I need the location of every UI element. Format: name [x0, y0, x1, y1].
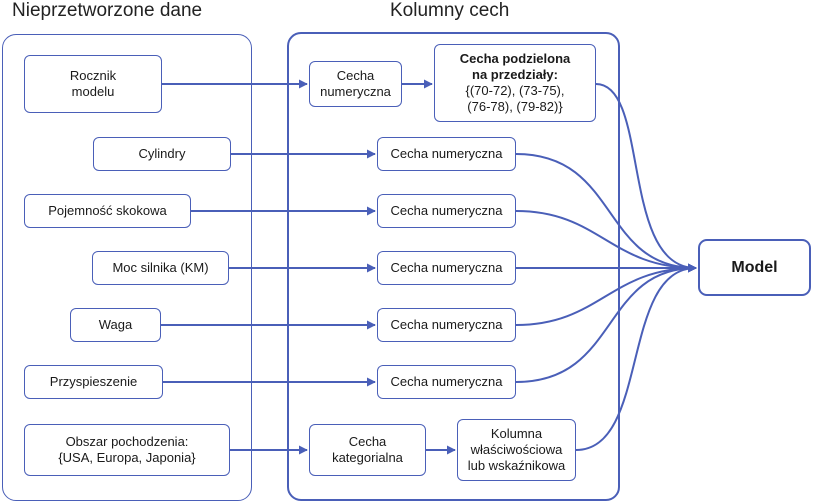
raw-input-weight: Waga	[70, 308, 161, 342]
feature-numeric-displacement: Cecha numeryczna	[377, 194, 516, 228]
bucketized-feature: Cecha podzielona na przedziały: {(70-72)…	[434, 44, 596, 122]
feature-numeric-horsepower: Cecha numeryczna	[377, 251, 516, 285]
model-box: Model	[698, 239, 811, 296]
indicator-column: Kolumna właściwościowa lub wskaźnikowa	[457, 419, 576, 481]
raw-input-acceleration: Przyspieszenie	[24, 365, 163, 399]
raw-input-cylinders: Cylindry	[93, 137, 231, 171]
arrow-numeric2-to-model	[515, 153, 697, 273]
arrow-numeric5-to-model	[515, 263, 697, 326]
arrow-numeric3-to-model	[515, 210, 697, 273]
raw-data-header: Nieprzetworzone dane	[12, 0, 203, 21]
feature-numeric-acceleration: Cecha numeryczna	[377, 365, 516, 399]
raw-input-horsepower: Moc silnika (KM)	[92, 251, 229, 285]
arrow-indicator-to-model	[575, 263, 697, 451]
raw-input-origin: Obszar pochodzenia:{USA, Europa, Japonia…	[24, 424, 230, 476]
raw-input-displacement: Pojemność skokowa	[24, 194, 191, 228]
arrow-bucketized-to-model	[595, 83, 697, 273]
arrow-numeric6-to-model	[515, 263, 697, 383]
feature-numeric-cylinders: Cecha numeryczna	[377, 137, 516, 171]
feature-columns-header: Kolumny cech	[390, 0, 510, 21]
feature-numeric-weight: Cecha numeryczna	[377, 308, 516, 342]
feature-columns-panel	[287, 32, 620, 501]
